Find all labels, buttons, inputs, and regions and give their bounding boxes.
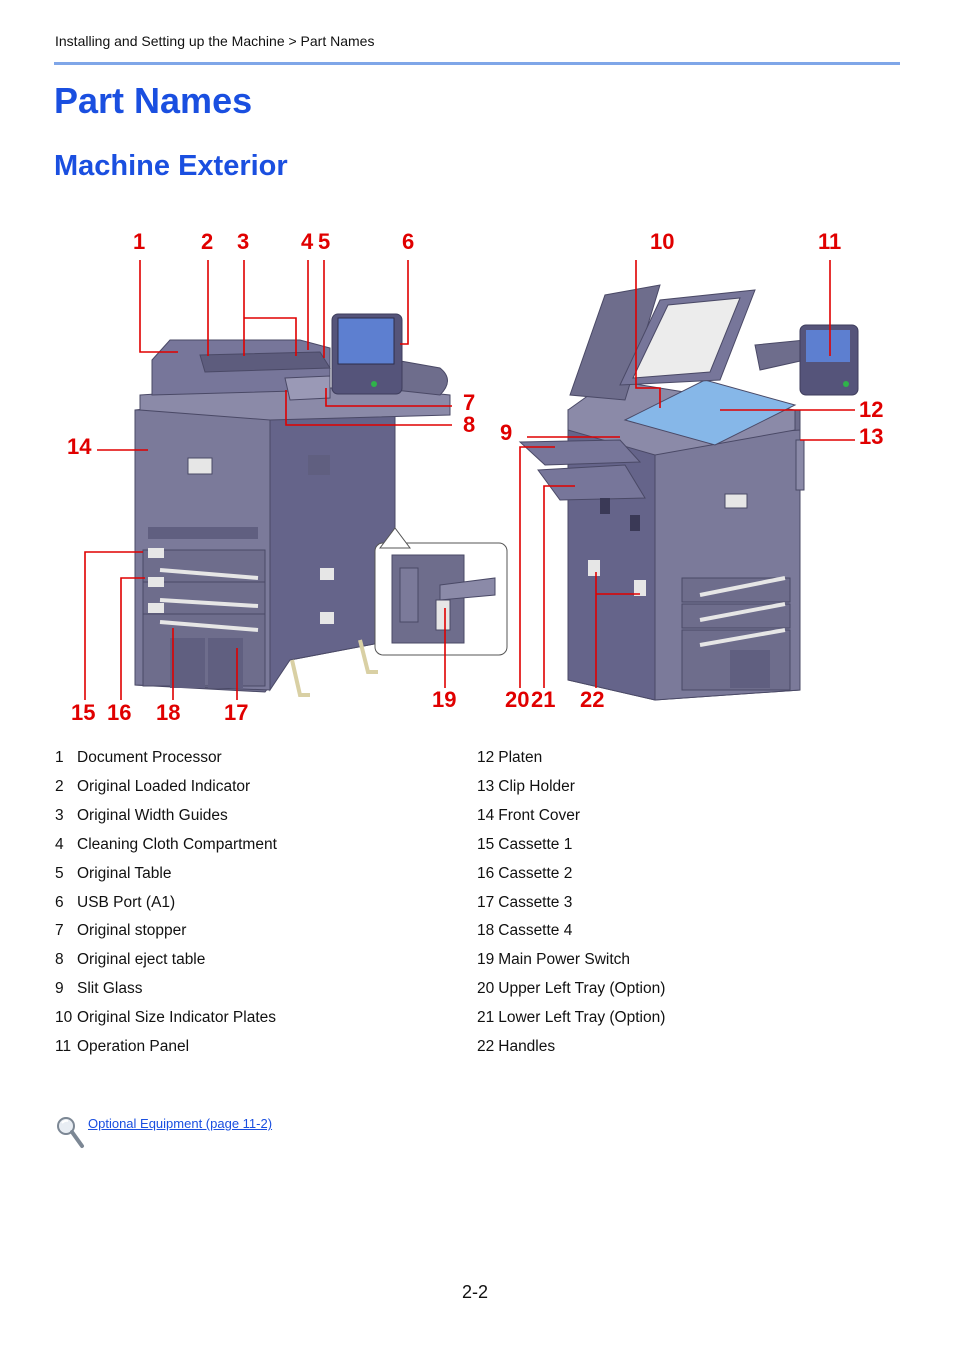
callout-19: 19 — [432, 687, 456, 712]
front-view-machine — [134, 313, 451, 697]
callout-16: 16 — [107, 700, 131, 725]
callout-5: 5 — [318, 229, 330, 254]
callout-4: 4 — [301, 229, 314, 254]
callout-1: 1 — [133, 229, 145, 254]
callout-20: 20 — [505, 687, 529, 712]
callout-15: 15 — [71, 700, 95, 725]
callout-6: 6 — [402, 229, 414, 254]
rear-view-machine — [518, 284, 859, 701]
callout-8: 8 — [463, 412, 475, 437]
magnifier-icon — [57, 1117, 84, 1148]
callout-22: 22 — [580, 687, 604, 712]
header-rule — [54, 62, 900, 65]
section-title: Machine Exterior — [54, 150, 288, 182]
callout-13: 13 — [859, 424, 883, 449]
callout-21: 21 — [531, 687, 555, 712]
callout-11: 11 — [818, 229, 841, 254]
callout-9: 9 — [500, 420, 512, 445]
page-title: Part Names — [54, 80, 253, 121]
callout-18: 18 — [156, 700, 180, 725]
optional-equipment-link[interactable]: Optional Equipment (page 11-2) — [88, 1116, 273, 1131]
breadcrumb: Installing and Setting up the Machine > … — [55, 33, 375, 49]
callout-17: 17 — [224, 700, 248, 725]
page-number: 2-2 — [462, 1282, 489, 1302]
callout-7: 7 — [463, 390, 475, 415]
callout-12: 12 — [859, 397, 883, 422]
machine-exterior-figure: 1 2 3 4 5 6 7 8 9 10 11 12 13 14 15 16 1… — [67, 229, 883, 725]
callout-10: 10 — [650, 229, 674, 254]
leader-lines — [84, 260, 855, 700]
callout-2: 2 — [201, 229, 213, 254]
power-switch-inset — [374, 527, 508, 656]
callout-3: 3 — [237, 229, 249, 254]
callout-14: 14 — [67, 434, 92, 459]
